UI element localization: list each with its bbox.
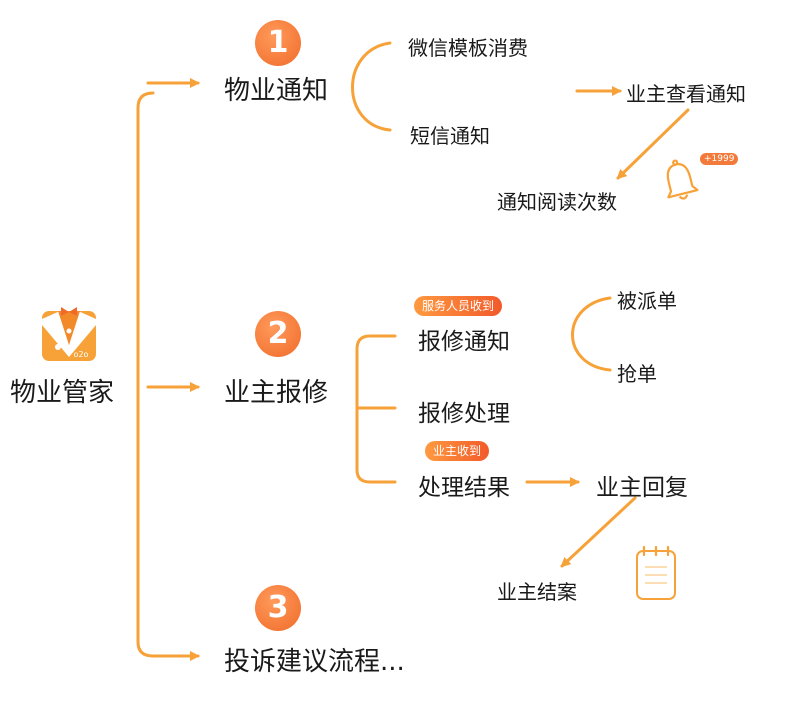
- owner-close-node: 业主结案: [497, 580, 577, 604]
- brace-dispatch: [571, 296, 612, 372]
- owner-reply-node: 业主回复: [596, 475, 688, 501]
- grab-order-node: 抢单: [617, 362, 657, 386]
- dispatched-node: 被派单: [617, 289, 677, 313]
- number-circle-2: 2: [255, 311, 301, 357]
- notepad-icon: [636, 545, 676, 600]
- arrow-to-read-count: [616, 108, 690, 180]
- read-count-node: 通知阅读次数: [497, 190, 617, 214]
- repair-process-node: 报修处理: [418, 401, 510, 427]
- process-result-node: 处理结果: [418, 475, 510, 501]
- bell-icon: [666, 159, 699, 200]
- owner-received-badge: 业主收到: [425, 441, 490, 461]
- root-label: 物业管家: [10, 378, 115, 408]
- number-circle-3: 3: [255, 585, 301, 631]
- service-received-badge: 服务人员收到: [414, 296, 503, 316]
- brace-branch-1: [351, 41, 392, 132]
- trunk-line: [136, 91, 155, 658]
- icon-text: o2o: [74, 350, 89, 359]
- wechat-template-node: 微信模板消费: [408, 36, 528, 60]
- repair-notice-node: 报修通知: [418, 329, 510, 355]
- branch-1-label: 物业通知: [224, 76, 329, 106]
- arrow-to-owner-close: [560, 496, 637, 568]
- branch-2-label: 业主报修: [224, 378, 329, 408]
- butler-suit-icon: o2o: [42, 307, 96, 361]
- sms-notice-node: 短信通知: [410, 124, 490, 148]
- owner-view-node: 业主查看通知: [626, 82, 746, 106]
- bell-count-badge: +1999: [700, 153, 739, 165]
- branch-3-label: 投诉建议流程...: [224, 647, 405, 677]
- number-circle-1: 1: [255, 20, 301, 66]
